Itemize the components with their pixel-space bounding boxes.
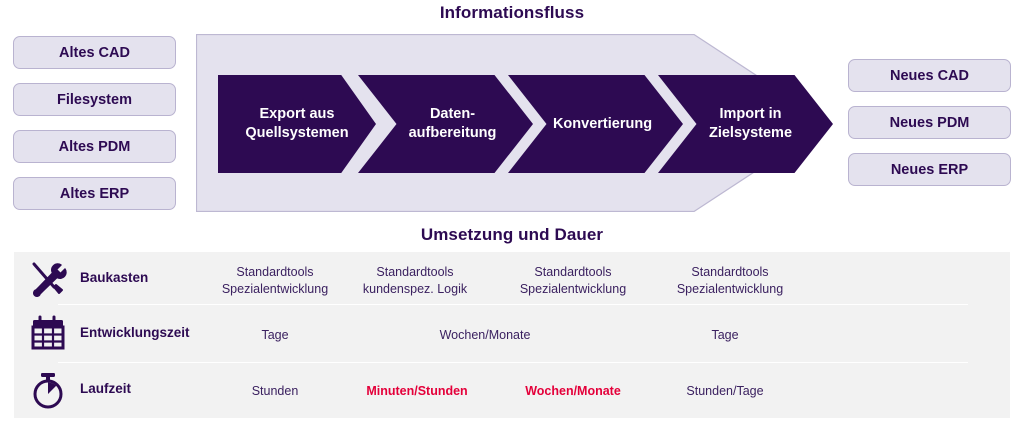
- cell-line1: Standardtools: [236, 265, 314, 279]
- cell-line2: kundenspez. Logik: [362, 281, 468, 296]
- target-system-neues-pdm[interactable]: Neues PDM: [848, 106, 1011, 139]
- cell-line1: Standardtools: [376, 265, 454, 279]
- target-system-label: Neues ERP: [890, 161, 969, 178]
- cell-line1: Wochen/Monate: [525, 384, 621, 398]
- source-system-label: Altes CAD: [59, 44, 130, 61]
- table-cell: Stunden: [252, 383, 299, 400]
- flow-step-export[interactable]: Export aus Quellsystemen: [218, 75, 376, 173]
- target-system-label: Neues CAD: [890, 67, 969, 84]
- table-cell: Tage: [711, 327, 738, 344]
- source-system-label: Filesystem: [57, 91, 132, 108]
- table-row-divider: [58, 304, 968, 305]
- table-row: Entwicklungszeit Tage Wochen/Monate Tage: [14, 304, 1010, 362]
- table-cell: Tage: [261, 327, 288, 344]
- flow-step-line1: Export aus: [259, 106, 335, 123]
- table-row: Baukasten Standardtools Spezialentwicklu…: [14, 252, 1010, 304]
- table-row-label-laufzeit: Laufzeit: [80, 381, 132, 396]
- table-row-divider: [58, 362, 968, 363]
- flow-step-konvertierung[interactable]: Konvertierung: [508, 75, 683, 173]
- table-cell: Standardtools kundenspez. Logik: [363, 264, 467, 298]
- page-title-informationsfluss: Informationsfluss: [439, 3, 585, 22]
- cell-line1: Wochen/Monate: [439, 328, 531, 342]
- table-cell-merged: Wochen/Monate: [440, 327, 531, 344]
- cell-line1: Tage: [711, 328, 739, 342]
- cell-line2: Spezialentwicklung: [519, 281, 627, 296]
- page-title-umsetzung-und-dauer: Umsetzung und Dauer: [420, 225, 604, 244]
- table-cell: Standardtools Spezialentwicklung: [677, 264, 783, 298]
- source-system-altes-pdm[interactable]: Altes PDM: [13, 130, 176, 163]
- target-system-neues-cad[interactable]: Neues CAD: [848, 59, 1011, 92]
- comparison-table: Baukasten Standardtools Spezialentwicklu…: [14, 252, 1010, 418]
- cell-line2: Spezialentwicklung: [221, 281, 329, 296]
- table-row-label-baukasten: Baukasten: [80, 270, 149, 285]
- table-row-label-entwicklungszeit: Entwicklungszeit: [80, 325, 190, 340]
- source-system-label: Altes ERP: [59, 185, 130, 202]
- source-system-label: Altes PDM: [58, 138, 131, 155]
- target-system-neues-erp[interactable]: Neues ERP: [848, 153, 1011, 186]
- flow-step-line2: Quellsystemen: [245, 125, 349, 141]
- flow-step-line1: Konvertierung: [552, 115, 653, 132]
- flow-step-line1: Daten-: [429, 106, 476, 123]
- source-system-altes-erp[interactable]: Altes ERP: [13, 177, 176, 210]
- cell-line2: Spezialentwicklung: [676, 281, 784, 296]
- table-cell: Standardtools Spezialentwicklung: [222, 264, 328, 298]
- cell-line1: Tage: [261, 328, 289, 342]
- tools-icon: [28, 259, 68, 299]
- table-cell-alert: Wochen/Monate: [525, 383, 621, 400]
- target-system-label: Neues PDM: [889, 114, 970, 131]
- flow-step-line1: Import in: [719, 106, 782, 123]
- calendar-icon: [28, 313, 68, 353]
- source-system-filesystem[interactable]: Filesystem: [13, 83, 176, 116]
- flow-step-line2: aufbereitung: [408, 125, 497, 141]
- cell-line1: Standardtools: [534, 265, 612, 279]
- flow-step-line2: Zielsysteme: [708, 125, 793, 141]
- cell-line1: Stunden/Tage: [686, 384, 764, 398]
- cell-line1: Stunden: [251, 384, 299, 398]
- table-cell: Standardtools Spezialentwicklung: [520, 264, 626, 298]
- table-cell-alert: Minuten/Stunden: [366, 383, 467, 400]
- cell-line1: Standardtools: [691, 265, 769, 279]
- cell-line1: Minuten/Stunden: [366, 384, 468, 398]
- table-cell: Stunden/Tage: [686, 383, 763, 400]
- table-row: Laufzeit Stunden Minuten/Stunden Wochen/…: [14, 362, 1010, 418]
- stopwatch-icon: [28, 370, 68, 410]
- source-system-altes-cad[interactable]: Altes CAD: [13, 36, 176, 69]
